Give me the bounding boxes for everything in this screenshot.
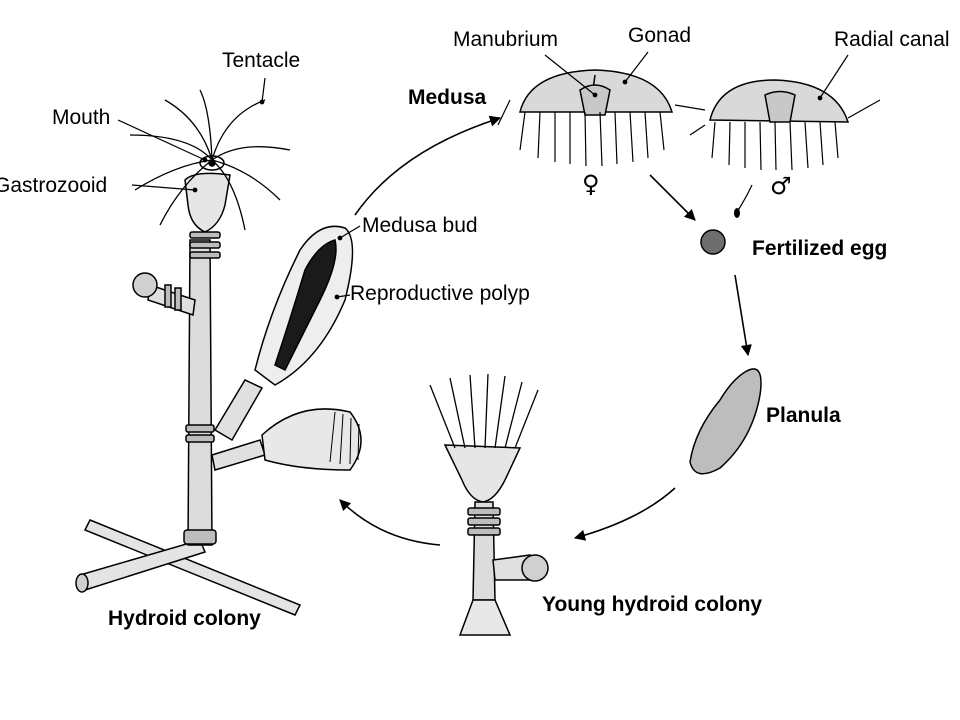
female-symbol: ♀ (582, 170, 600, 198)
label-leader-lines (117, 51, 849, 300)
gastrozooid-label: Gastrozooid (0, 174, 108, 197)
medusa-female-illustration (497, 69, 706, 167)
reproductive-polyp-label: Reproductive polyp (350, 282, 530, 305)
hydroid-colony-illustration (75, 89, 362, 616)
medusa-label: Medusa (408, 86, 487, 109)
male-symbol: ♂ (770, 172, 792, 200)
life-cycle-arrows (339, 115, 752, 546)
planula-illustration (689, 368, 762, 475)
manubrium-label: Manubrium (453, 28, 559, 51)
planula-label: Planula (766, 404, 841, 427)
young-hydroid-colony-illustration (429, 373, 549, 636)
gonad-label: Gonad (628, 24, 692, 47)
sperm-head (734, 208, 740, 218)
young-hydroid-colony-label: Young hydroid colony (542, 593, 763, 616)
fertilized-egg-illustration (700, 229, 726, 255)
hydroid-colony-label: Hydroid colony (108, 607, 261, 630)
fertilized-egg-label: Fertilized egg (752, 237, 888, 260)
mouth-label: Mouth (52, 106, 111, 129)
radial-canal-label: Radial canal (834, 28, 950, 51)
tentacle-label: Tentacle (222, 49, 301, 72)
medusa-male-illustration (689, 79, 881, 171)
medusa-bud-label: Medusa bud (362, 214, 478, 237)
